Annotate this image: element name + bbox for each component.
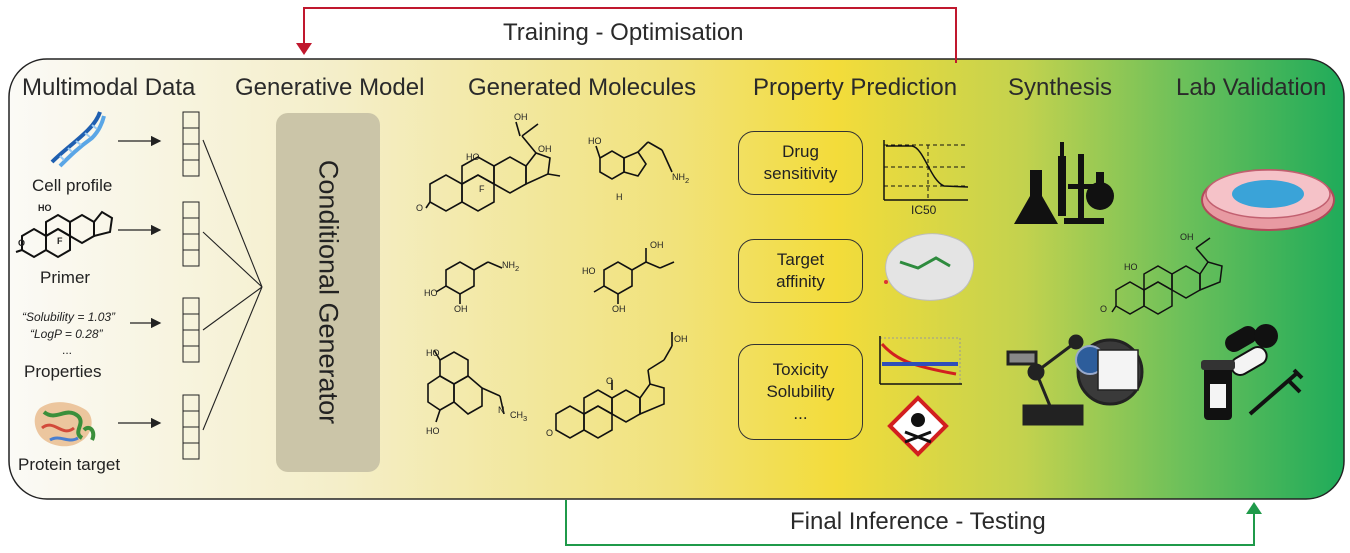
generated-molecules bbox=[425, 121, 675, 439]
embedding-vectors bbox=[182, 111, 200, 460]
vial-icon bbox=[1201, 360, 1235, 420]
atom-label-bile-oh: OH bbox=[674, 334, 688, 344]
stage-header-generative: Generative Model bbox=[235, 74, 425, 101]
hazard-icon bbox=[887, 395, 949, 457]
atom-label-morphine-ho: HO bbox=[426, 348, 440, 358]
atom-label-epinephrine-ho: HO bbox=[582, 266, 596, 276]
atom-label-synth-oh: OH bbox=[1180, 232, 1194, 242]
training-loop-arrow bbox=[303, 7, 957, 63]
prediction-drug-line2: sensitivity bbox=[763, 164, 838, 183]
lab-glassware-icon bbox=[1014, 142, 1114, 224]
atom-label-oh-2: OH bbox=[538, 144, 552, 154]
atom-label-dopamine-ho: HO bbox=[424, 288, 438, 298]
protein-icon bbox=[34, 402, 96, 447]
stage-header-validation: Lab Validation bbox=[1176, 74, 1327, 101]
stage-header-molecules: Generated Molecules bbox=[468, 74, 697, 101]
prediction-drug-line1: Drug bbox=[782, 142, 819, 161]
property-line-logp: “LogP = 0.28” bbox=[30, 327, 103, 341]
atom-label-morphine-ch3: CH3 bbox=[510, 410, 528, 423]
atom-label-epinephrine-oh-2: OH bbox=[612, 304, 626, 314]
atom-label-primer-ho: HO bbox=[38, 203, 52, 213]
robot-arm-icon bbox=[1006, 334, 1144, 426]
atom-label-ho: HO bbox=[466, 152, 480, 162]
molecule-dopamine bbox=[435, 261, 503, 304]
atom-label-dopamine-oh: OH bbox=[454, 304, 468, 314]
dna-icon bbox=[50, 111, 106, 168]
ic50-label: IC50 bbox=[911, 203, 937, 217]
atom-label-bile-o-2: O bbox=[606, 376, 614, 386]
atom-label-bile-o: O bbox=[546, 428, 554, 438]
molecule-serotonin bbox=[595, 141, 673, 180]
prediction-tox-line2: Solubility bbox=[766, 382, 835, 401]
input-label-properties: Properties bbox=[24, 362, 102, 381]
molecule-bile-acid bbox=[555, 332, 673, 439]
atom-label-epinephrine-oh: OH bbox=[650, 240, 664, 250]
atom-label-serotonin-h: H bbox=[616, 192, 623, 202]
prediction-box-toxicity: Toxicity Solubility ... bbox=[738, 344, 863, 440]
atom-label-synth-o: O bbox=[1100, 304, 1108, 314]
atom-label-primer-f: F bbox=[57, 236, 63, 246]
input-label-protein: Protein target bbox=[18, 455, 121, 474]
prediction-box-drug-sensitivity: Drug sensitivity bbox=[738, 131, 863, 195]
training-loop-label: Training - Optimisation bbox=[503, 19, 744, 46]
input-label-primer: Primer bbox=[40, 268, 91, 287]
property-line-ellipsis: ... bbox=[62, 343, 73, 357]
atom-label-o: O bbox=[416, 203, 424, 213]
atom-label-morphine-n: N bbox=[498, 405, 505, 415]
molecule-steroid-1 bbox=[425, 121, 561, 212]
property-line-solubility: “Solubility = 1.03” bbox=[22, 310, 116, 324]
molecule-morphine bbox=[427, 349, 505, 423]
prediction-tox-line3: ... bbox=[793, 404, 808, 423]
input-label-cell: Cell profile bbox=[32, 176, 113, 195]
synthesized-molecule bbox=[1111, 237, 1223, 315]
inference-arrowhead bbox=[1246, 502, 1262, 514]
docking-surface-icon bbox=[884, 233, 974, 301]
converging-lines bbox=[202, 139, 263, 431]
atom-label-synth-ho: HO bbox=[1124, 262, 1138, 272]
syringe-icon bbox=[1248, 368, 1304, 416]
atom-label-f: F bbox=[479, 184, 485, 194]
prediction-target-line2: affinity bbox=[776, 272, 825, 291]
stage-header-property: Property Prediction bbox=[753, 74, 958, 101]
conditional-generator-block bbox=[276, 113, 380, 472]
inference-loop-arrow bbox=[565, 500, 1255, 546]
atom-label-morphine-ho-2: HO bbox=[426, 426, 440, 436]
molecule-epinephrine bbox=[593, 248, 675, 304]
petri-dish-icon bbox=[1201, 169, 1335, 231]
stage-header-multimodal: Multimodal Data bbox=[22, 74, 196, 101]
atom-label-serotonin-nh2: NH2 bbox=[672, 172, 690, 185]
ic50-curve-chart bbox=[883, 140, 969, 201]
atom-label-oh: OH bbox=[514, 112, 528, 122]
conditional-generator-label: Conditional Generator bbox=[313, 159, 344, 425]
toxicity-chart bbox=[879, 336, 962, 385]
prediction-box-target-affinity: Target affinity bbox=[738, 239, 863, 303]
inference-loop-label: Final Inference - Testing bbox=[790, 508, 1046, 535]
stage-header-synthesis: Synthesis bbox=[1008, 74, 1113, 101]
prediction-tox-line1: Toxicity bbox=[772, 360, 829, 379]
pills-icon bbox=[1225, 324, 1278, 377]
training-arrowhead bbox=[296, 43, 312, 55]
primer-molecule-icon bbox=[15, 210, 114, 259]
atom-label-primer-o: O bbox=[18, 238, 26, 248]
prediction-target-line1: Target bbox=[776, 250, 825, 269]
atom-label-dopamine-nh2: NH2 bbox=[502, 260, 520, 273]
atom-label-serotonin-ho: HO bbox=[588, 136, 602, 146]
